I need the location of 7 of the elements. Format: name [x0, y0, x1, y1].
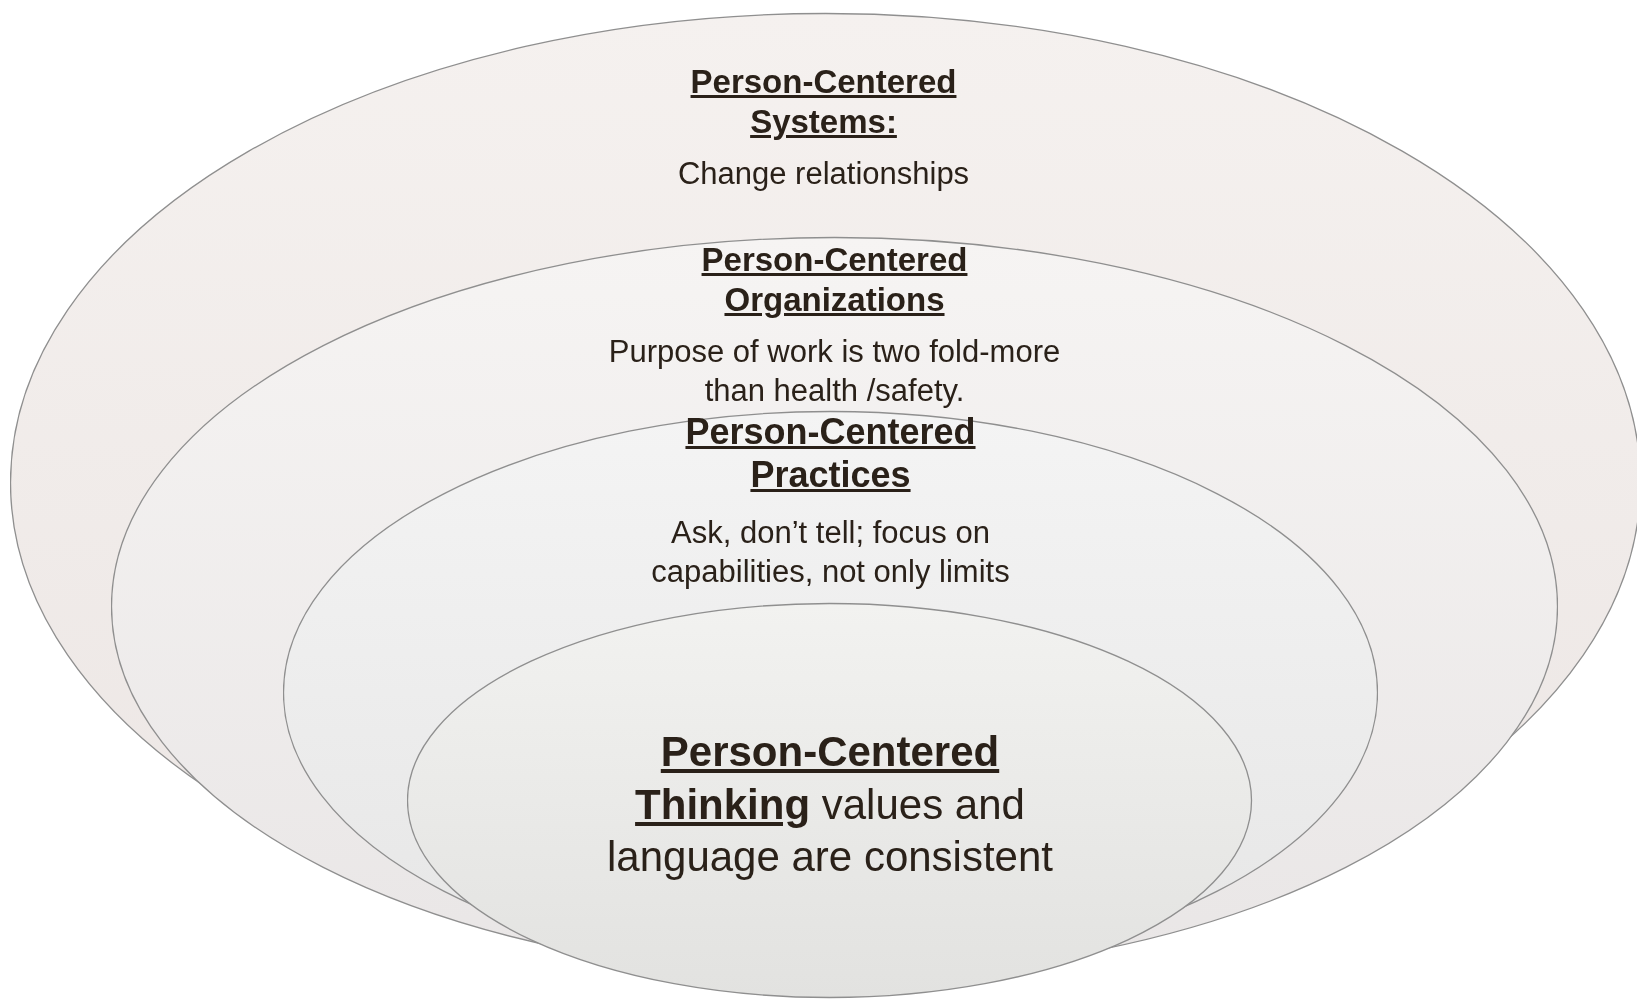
layer-description: Ask, don’t tell; focus on capabilities, not only limits — [650, 514, 1011, 592]
layer-description: Change relationships — [677, 155, 970, 194]
layer-heading: Person-Centered Practices — [684, 410, 977, 497]
layer-heading: Person-Centered Systems: — [689, 62, 958, 142]
layer-description: Person-Centered Thinking values and language are consistent — [606, 727, 1054, 882]
layer-description: Purpose of work is two fold-more than health /safety. — [607, 333, 1062, 410]
layer-heading: Person-Centered Organizations — [700, 240, 969, 320]
